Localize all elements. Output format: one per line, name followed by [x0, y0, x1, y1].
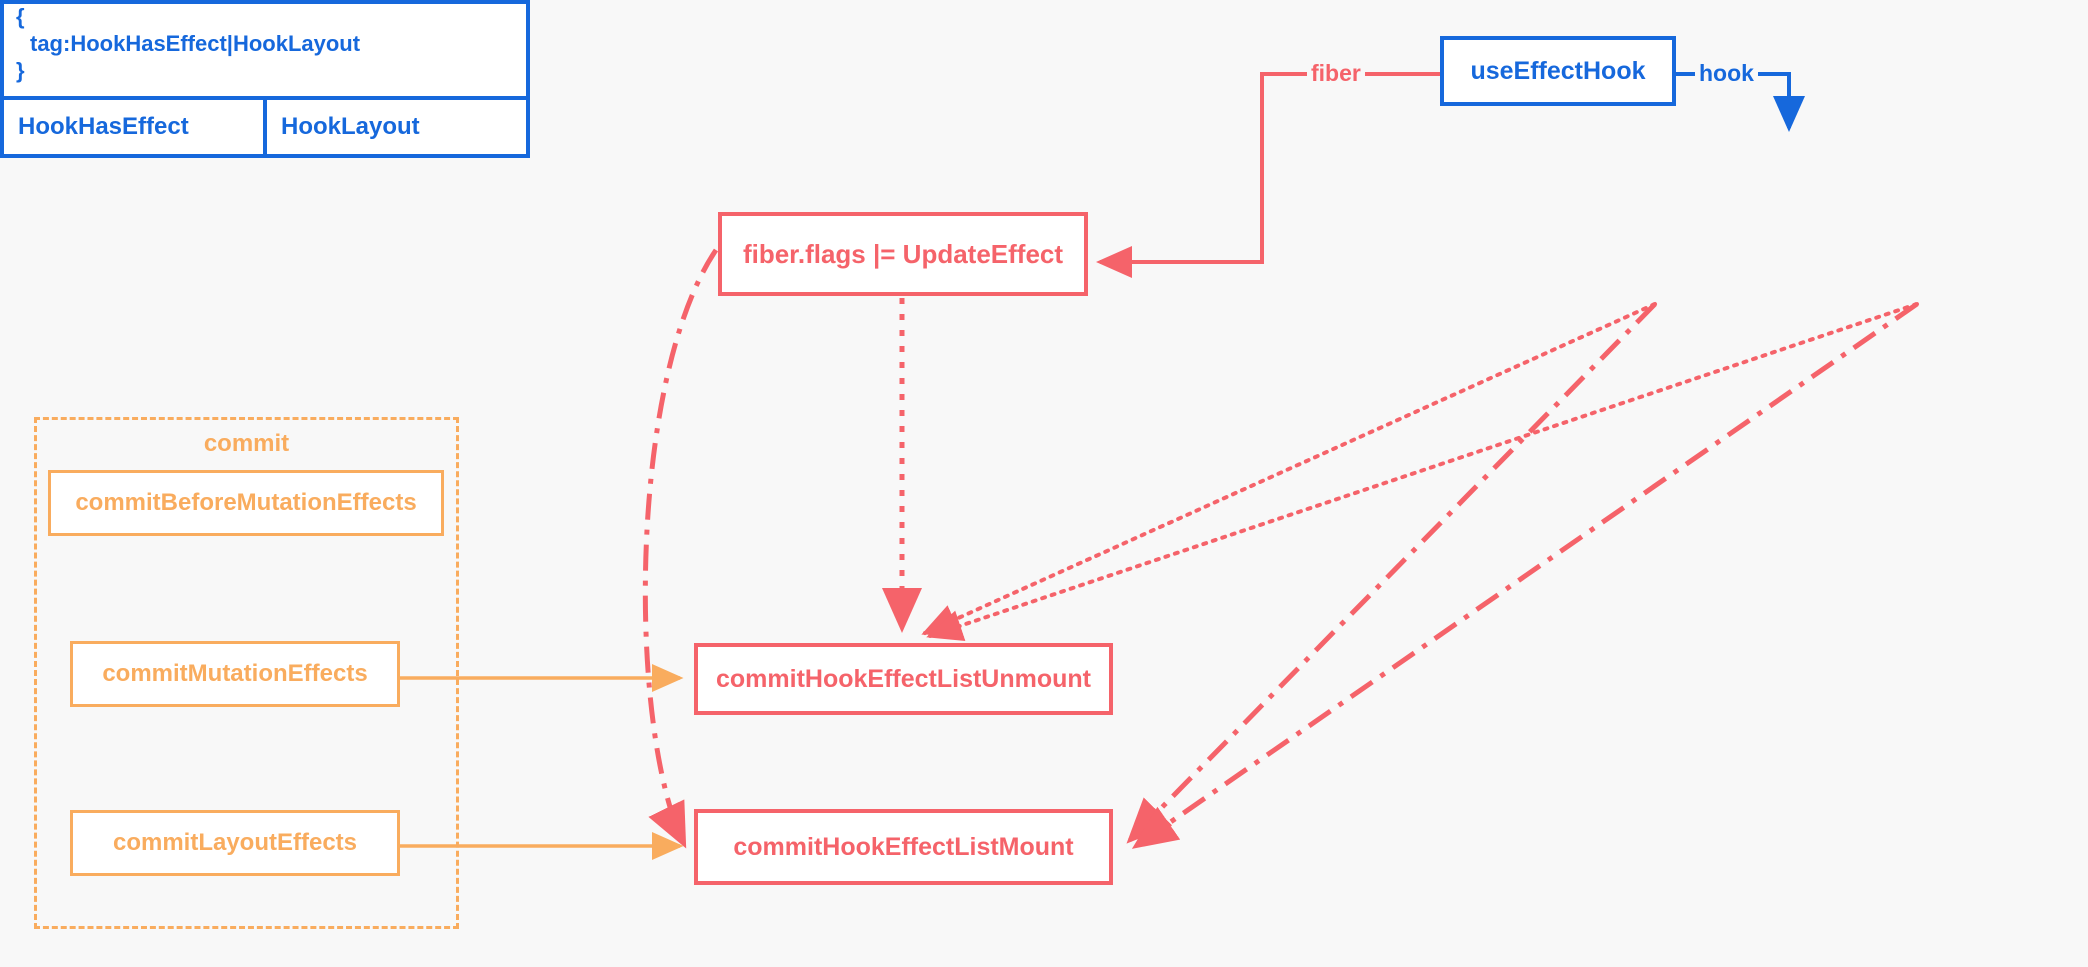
edge-fiber: [1096, 72, 1440, 278]
node-use-effect-hook[interactable]: useEffectHook: [1440, 36, 1676, 106]
edge-hashaseffect-mount: [1126, 302, 1657, 844]
hook-flags-row: HookHasEffect HookLayout: [0, 100, 530, 158]
edge-label-fiber: fiber: [1307, 62, 1365, 85]
node-commit-layout-effects[interactable]: commitLayoutEffects: [70, 810, 400, 876]
node-commit-mutation-effects[interactable]: commitMutationEffects: [70, 641, 400, 707]
edge-fiberflags-mount: [642, 248, 719, 849]
flag-cell-hook-layout[interactable]: HookLayout: [263, 100, 526, 154]
node-commit-hook-effect-list-mount[interactable]: commitHookEffectListMount: [694, 809, 1113, 885]
node-label: fiber.flags |= UpdateEffect: [742, 238, 1064, 269]
node-hook-object[interactable]: { tag:HookHasEffect|HookLayout }: [0, 0, 530, 100]
hook-object-open-brace: {: [16, 4, 25, 29]
edge-hashaseffect-unmount: [921, 302, 1657, 635]
node-label: commitLayoutEffects: [112, 829, 358, 856]
node-label: commitHookEffectListUnmount: [716, 664, 1091, 693]
flag-cell-hook-has-effect[interactable]: HookHasEffect: [18, 113, 189, 140]
edge-hooklayout-unmount: [926, 302, 1919, 641]
edge-label-hook: hook: [1695, 62, 1758, 85]
commit-group-title: commit: [203, 430, 290, 457]
node-fiber-flags[interactable]: fiber.flags |= UpdateEffect: [718, 212, 1088, 296]
node-label: commitHookEffectListMount: [733, 832, 1074, 861]
node-label: commitBeforeMutationEffects: [75, 489, 417, 516]
node-label: useEffectHook: [1470, 56, 1646, 85]
edge-hooklayout-mount: [1131, 301, 1919, 849]
node-commit-before-mutation-effects[interactable]: commitBeforeMutationEffects: [48, 470, 444, 536]
hook-object-tag-line: tag:HookHasEffect|HookLayout: [30, 30, 361, 56]
node-commit-hook-effect-list-unmount[interactable]: commitHookEffectListUnmount: [694, 643, 1113, 715]
commit-group-boundary: [34, 417, 459, 929]
node-label: commitMutationEffects: [102, 660, 368, 687]
hook-object-close-brace: }: [16, 57, 25, 83]
